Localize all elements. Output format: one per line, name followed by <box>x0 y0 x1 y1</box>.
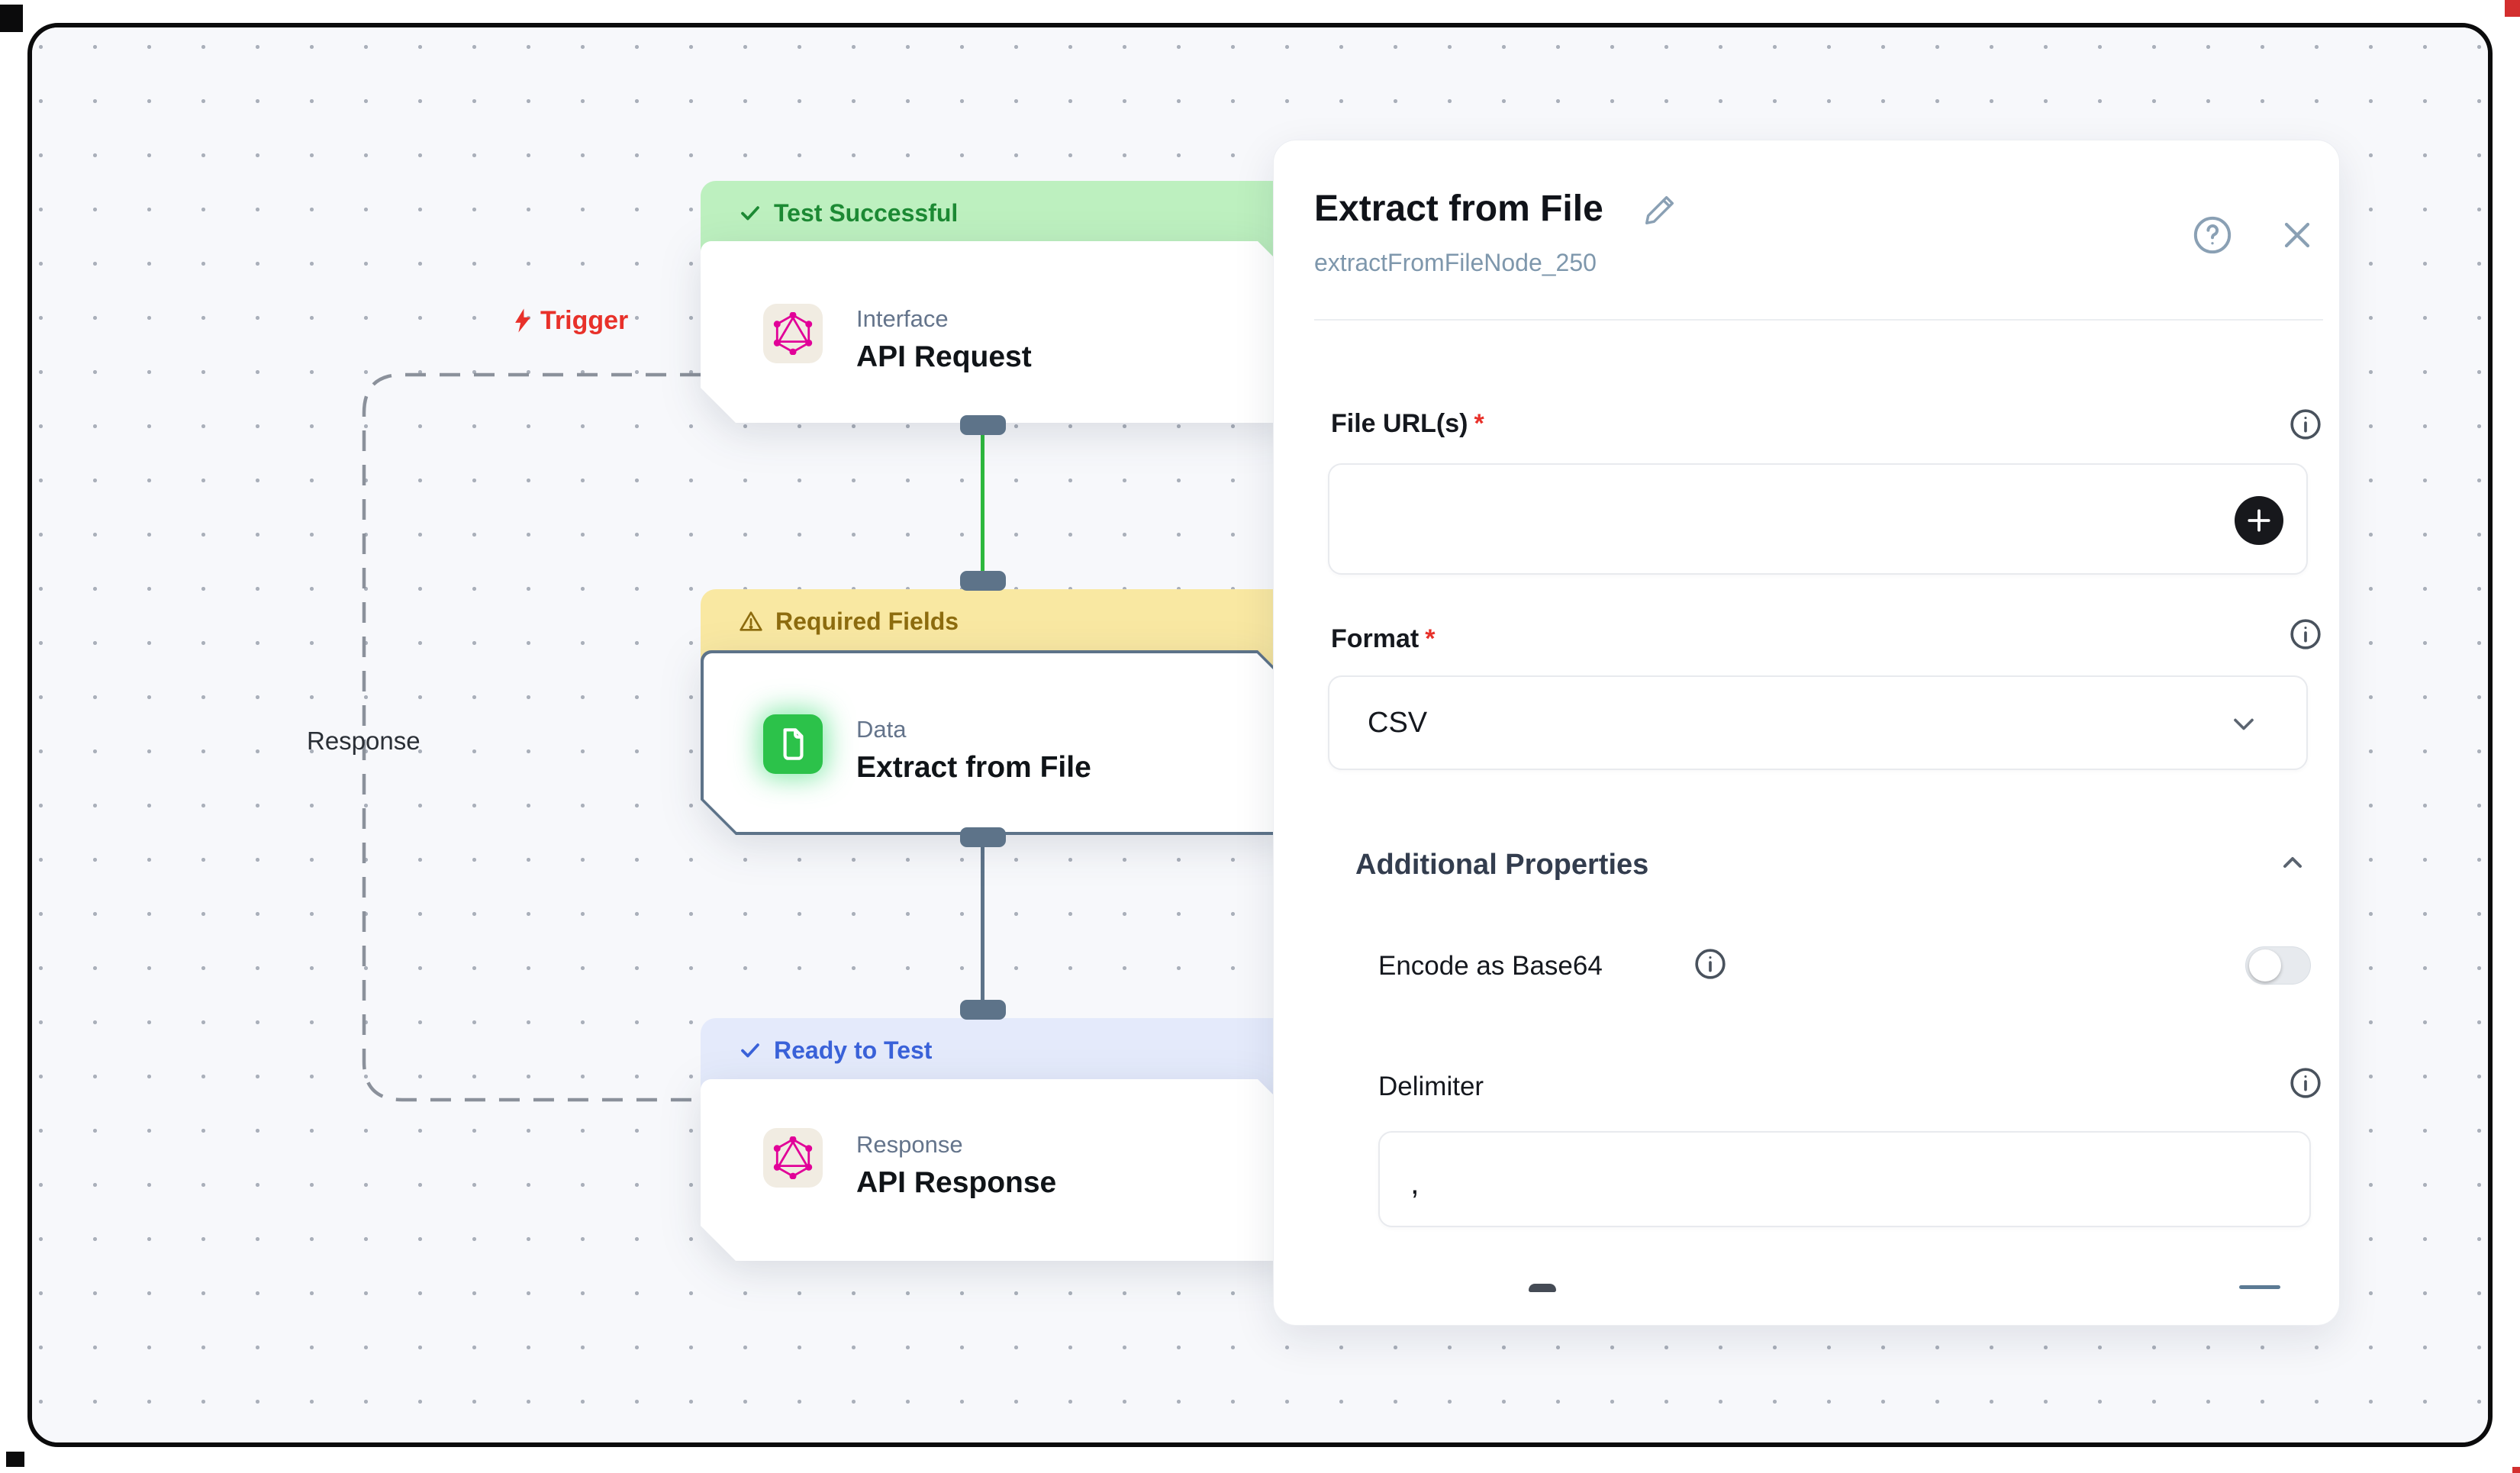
node-status-text: Required Fields <box>775 607 959 635</box>
zap-icon <box>510 308 536 334</box>
node-status-text: Ready to Test <box>774 1036 933 1064</box>
delimiter-value: , <box>1410 1165 1420 1201</box>
info-icon[interactable] <box>1693 946 1728 981</box>
check-icon <box>739 1039 762 1062</box>
check-icon <box>739 201 762 224</box>
clipped-field-fragment <box>1529 1284 1556 1292</box>
panel-title: Extract from File <box>1314 189 1603 229</box>
add-file-url-button[interactable] <box>2235 496 2283 545</box>
trigger-label: Trigger <box>510 304 628 337</box>
delimiter-label: Delimiter <box>1378 1072 1484 1101</box>
format-label: Format* <box>1331 624 1436 653</box>
node-category-label: Response <box>856 1131 963 1158</box>
close-icon[interactable] <box>2279 217 2315 253</box>
graphql-icon <box>763 1128 823 1188</box>
delimiter-input[interactable]: , <box>1378 1131 2311 1227</box>
clipped-field-fragment <box>2239 1285 2280 1289</box>
panel-node-id: extractFromFileNode_250 <box>1314 249 1597 276</box>
node-title-label: Extract from File <box>856 751 1091 784</box>
info-icon[interactable] <box>2288 407 2323 442</box>
toggle-knob <box>2249 949 2281 981</box>
node-input-handle[interactable] <box>960 571 1006 591</box>
node-output-handle[interactable] <box>960 415 1006 435</box>
required-marker: * <box>1474 409 1484 438</box>
corner-artifact-bottom-right <box>2512 1467 2520 1473</box>
response-loop-edge <box>362 372 701 1102</box>
encode-base64-label: Encode as Base64 <box>1378 951 1603 981</box>
node-title-label: API Response <box>856 1166 1057 1199</box>
help-icon[interactable] <box>2191 214 2234 256</box>
corner-artifact-bottom-left <box>6 1452 24 1467</box>
info-icon[interactable] <box>2288 1065 2323 1101</box>
file-urls-input[interactable] <box>1328 463 2308 575</box>
panel-divider <box>1314 319 2323 321</box>
node-status-text: Test Successful <box>774 198 959 227</box>
graphql-icon <box>763 304 823 363</box>
file-urls-label: File URL(s)* <box>1331 409 1484 438</box>
workflow-window-frame: Trigger Response Test Successful Interfa… <box>27 23 2493 1447</box>
chevron-up-icon[interactable] <box>2274 844 2311 881</box>
workflow-canvas[interactable]: Trigger Response Test Successful Interfa… <box>32 27 2488 1442</box>
node-output-handle[interactable] <box>960 827 1006 847</box>
trigger-label-text: Trigger <box>540 305 629 335</box>
encode-base64-toggle[interactable] <box>2245 946 2311 985</box>
node-title-label: API Request <box>856 340 1032 373</box>
edge-success <box>981 426 984 579</box>
required-marker: * <box>1425 624 1436 653</box>
format-select[interactable]: CSV <box>1328 675 2308 770</box>
plus-icon <box>2244 506 2273 535</box>
node-category-label: Interface <box>856 305 949 332</box>
chevron-down-icon <box>2227 707 2261 741</box>
response-edge-label: Response <box>307 727 421 755</box>
corner-artifact-top-left <box>0 5 23 32</box>
edge-default <box>981 836 984 1004</box>
document-icon <box>763 714 823 774</box>
node-category-label: Data <box>856 716 907 743</box>
pencil-icon[interactable] <box>1642 192 1677 227</box>
format-selected-value: CSV <box>1368 706 1428 739</box>
info-icon[interactable] <box>2288 617 2323 652</box>
corner-artifact-top-right <box>2505 0 2520 17</box>
warning-icon <box>739 609 763 633</box>
node-input-handle[interactable] <box>960 1000 1006 1020</box>
additional-properties-heading: Additional Properties <box>1355 849 1649 881</box>
